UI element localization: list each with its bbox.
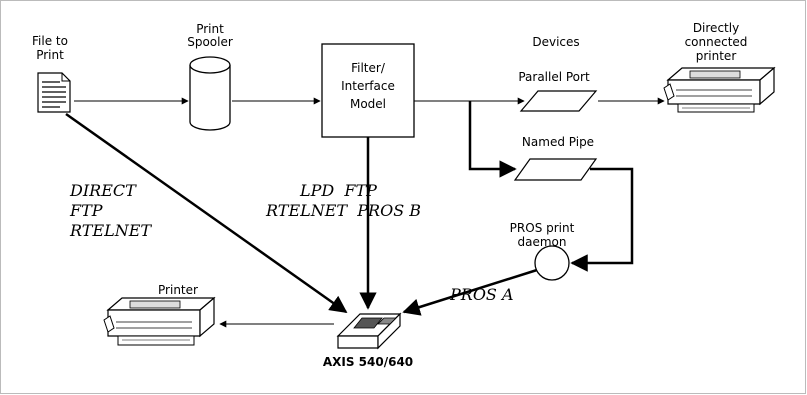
print-spooler-label-line1: Print: [196, 22, 224, 36]
print-spooler-label-line2: Spooler: [187, 35, 233, 49]
direct-to-axis-arrow: [65, 112, 348, 314]
pros-a-label: PROS A: [449, 285, 514, 304]
parallel-port-label: Parallel Port: [518, 70, 590, 84]
file-to-print-label-line2: Print: [36, 48, 64, 62]
named-pipe-shape: [513, 158, 598, 181]
named-pipe-label: Named Pipe: [522, 135, 594, 149]
rtelnet-protocol-label: RTELNET: [69, 221, 152, 240]
file-to-print-label-line1: File to: [32, 34, 68, 48]
lpd-ftp-protocol-label: LPD FTP: [299, 181, 377, 200]
parallel-port-shape: [519, 90, 598, 112]
rtelnet-prosb-protocol-label: RTELNET PROS B: [265, 201, 421, 220]
printer-label: Printer: [158, 283, 198, 297]
filter-to-named-pipe-arrow: [468, 101, 517, 178]
direct-printer-label-line2: connected: [685, 35, 748, 49]
filter-label-line3: Model: [350, 97, 386, 111]
ftp-protocol-label: FTP: [69, 201, 103, 220]
spooler-cylinder-icon: [189, 56, 231, 131]
filter-label-line2: Interface: [341, 79, 395, 93]
document-icon: [37, 72, 71, 113]
filter-label-line1: Filter/: [351, 61, 386, 75]
named-pipe-to-daemon-arrow: [570, 167, 634, 272]
axis-label: AXIS 540/640: [323, 355, 413, 369]
filter-interface-box: [321, 43, 415, 138]
pros-a-arrow: [402, 268, 538, 316]
pros-daemon-circle: [534, 245, 570, 281]
direct-printer-icon: [663, 66, 776, 113]
pros-daemon-label-line1: PROS print: [510, 221, 575, 235]
direct-printer-label-line3: printer: [696, 49, 737, 63]
axis-print-server-icon: [336, 312, 402, 350]
direct-printer-label-line1: Directly: [693, 21, 739, 35]
printer-icon: [103, 296, 216, 346]
devices-label: Devices: [532, 35, 579, 49]
direct-protocol-label: DIRECT: [69, 181, 137, 200]
